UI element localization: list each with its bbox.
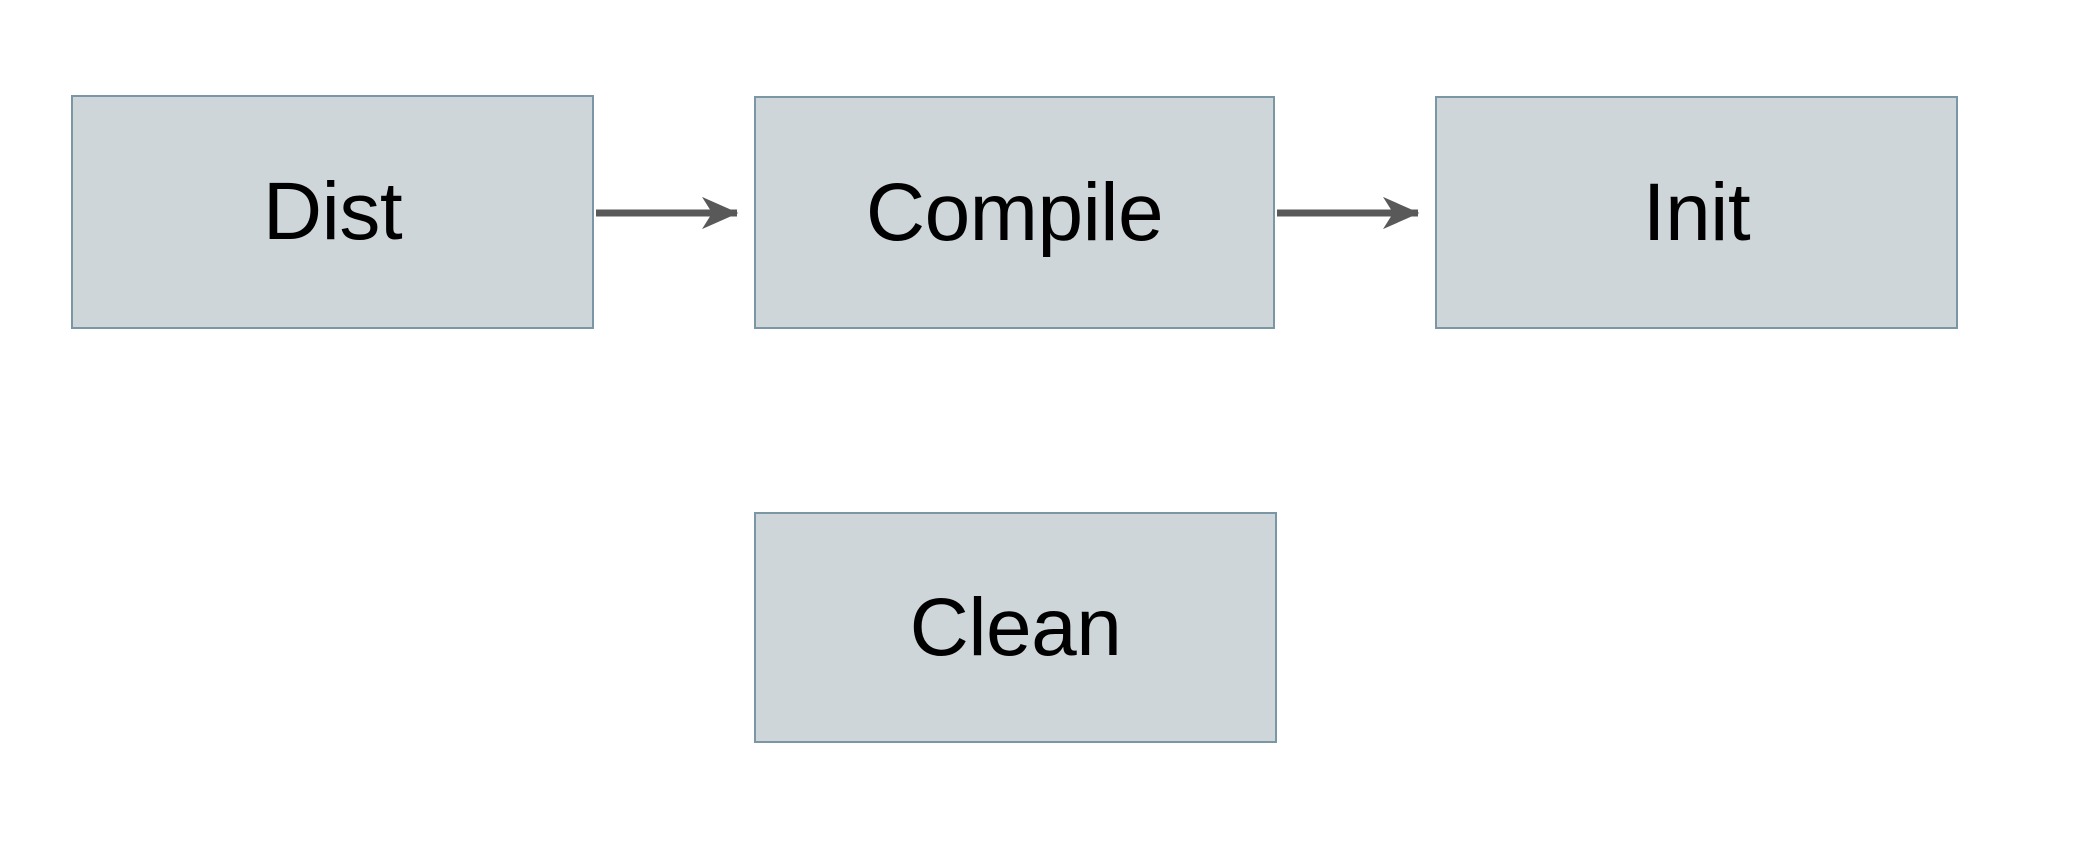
node-init[interactable]: Init [1435, 96, 1958, 329]
node-dist-label: Dist [262, 166, 403, 257]
node-clean[interactable]: Clean [754, 512, 1277, 743]
node-clean-label: Clean [909, 581, 1122, 673]
node-compile-label: Compile [865, 166, 1164, 258]
node-dist[interactable]: Dist [71, 95, 594, 329]
node-init-label: Init [1642, 166, 1751, 258]
node-compile[interactable]: Compile [754, 96, 1275, 329]
